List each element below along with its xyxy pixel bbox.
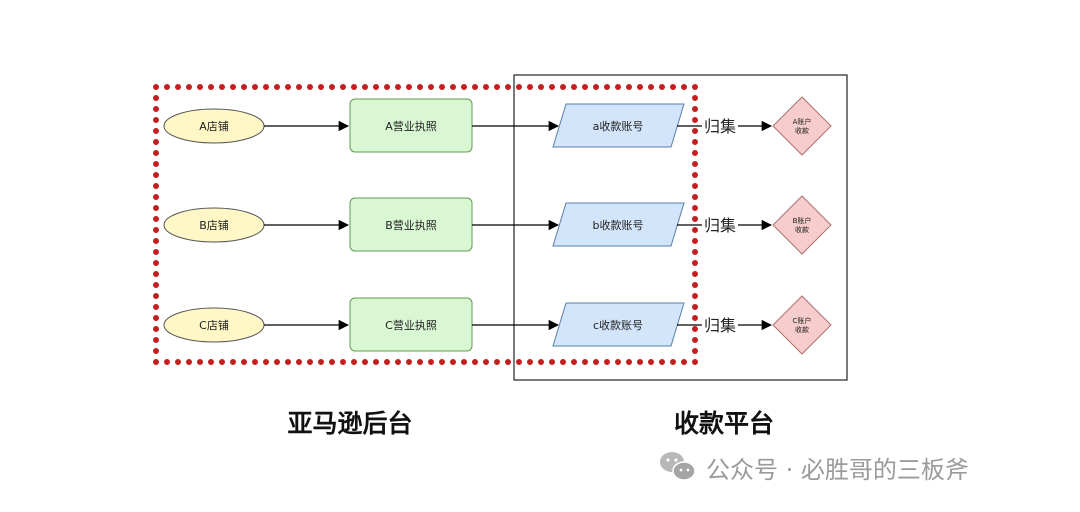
- account-node: [552, 302, 685, 347]
- target-label-line1: A账户: [793, 117, 812, 126]
- target-label-line1: C账户: [793, 316, 812, 325]
- payment-platform-frame: [513, 74, 848, 381]
- payment-platform-label: 收款平台: [674, 409, 774, 438]
- row-a: A店铺 A营业执照 a收款账号 归集 A账户 收款: [163, 96, 832, 156]
- license-label: B营业执照: [385, 218, 437, 232]
- license-label: C营业执照: [385, 318, 437, 332]
- target-account-node: [772, 295, 832, 355]
- target-label-line1: B账户: [793, 216, 812, 225]
- license-label: A营业执照: [385, 119, 437, 133]
- wechat-icon: [660, 452, 696, 481]
- target-label-line2: 收款: [795, 126, 809, 135]
- account-label: c收款账号: [593, 318, 643, 332]
- collect-label: 归集: [704, 117, 736, 136]
- store-label: B店铺: [199, 218, 229, 232]
- account-node: [552, 103, 685, 148]
- store-label: A店铺: [199, 119, 229, 133]
- account-label: a收款账号: [593, 119, 644, 133]
- account-node: [552, 202, 685, 247]
- row-c: C店铺 C营业执照 c收款账号 归集 C账户 收款: [163, 295, 832, 355]
- watermark: 公众号 · 必胜哥的三板斧: [660, 452, 969, 484]
- target-account-node: [772, 195, 832, 255]
- collect-label: 归集: [704, 316, 736, 335]
- amazon-backend-label: 亚马逊后台: [287, 409, 412, 438]
- watermark-text: 公众号 · 必胜哥的三板斧: [706, 456, 969, 484]
- target-account-node: [772, 96, 832, 156]
- target-label-line2: 收款: [795, 325, 809, 334]
- target-label-line2: 收款: [795, 225, 809, 234]
- account-label: b收款账号: [593, 218, 644, 232]
- row-b: B店铺 B营业执照 b收款账号 归集 B账户 收款: [163, 195, 832, 255]
- store-label: C店铺: [199, 318, 229, 332]
- collect-label: 归集: [704, 216, 736, 235]
